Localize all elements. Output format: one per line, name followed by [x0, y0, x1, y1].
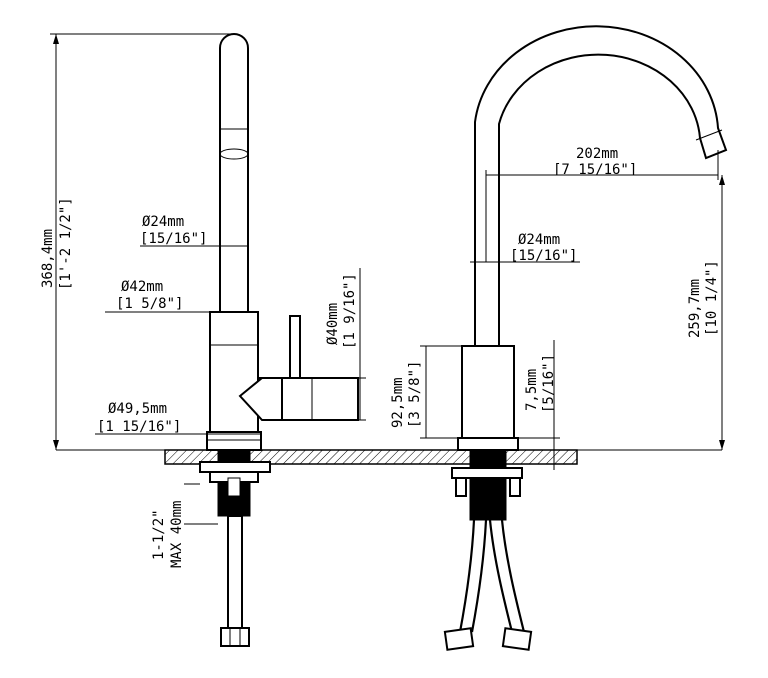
spout-height-in: [10 1/4"] [704, 260, 720, 336]
reach-mm-label: 202mm [576, 146, 618, 162]
left-spout-dia-in: [15/16"] [140, 231, 207, 247]
handle-dia-in: [1 9/16"] [342, 273, 358, 349]
right-faucet-front-view [443, 25, 728, 651]
base-height-mm: 7,5mm [524, 369, 540, 411]
handle-dia-mm: Ø40mm [325, 303, 341, 345]
height-mm-label: 368,4mm [40, 229, 56, 288]
spout-height-mm: 259,7mm [687, 279, 703, 338]
right-spout-dia-mm: Ø24mm [518, 232, 560, 248]
countertop [56, 449, 722, 465]
base-height-in: [5/16"] [541, 354, 557, 413]
left-spout-dia-mm: Ø24mm [142, 214, 184, 230]
base-dia-mm: Ø49,5mm [108, 401, 167, 417]
right-spout-dia-in: [15/16"] [510, 248, 577, 264]
hole-size-label: 1-1/2" [151, 509, 167, 560]
left-body-dia-mm: Ø42mm [121, 279, 163, 295]
base-dia-in: [1 15/16"] [97, 419, 181, 435]
hole-max-label: MAX 40mm [169, 501, 185, 568]
left-body-dia-in: [1 5/8"] [116, 296, 183, 312]
height-in-label: [1'-2 1/2"] [58, 197, 74, 290]
left-faucet-side-view [199, 33, 359, 647]
left-dimensions [50, 33, 366, 525]
right-dimensions [420, 150, 725, 470]
body-height-mm: 92,5mm [390, 377, 406, 428]
reach-in-label: [7 15/16"] [553, 162, 637, 178]
body-height-in: [3 5/8"] [407, 361, 423, 428]
